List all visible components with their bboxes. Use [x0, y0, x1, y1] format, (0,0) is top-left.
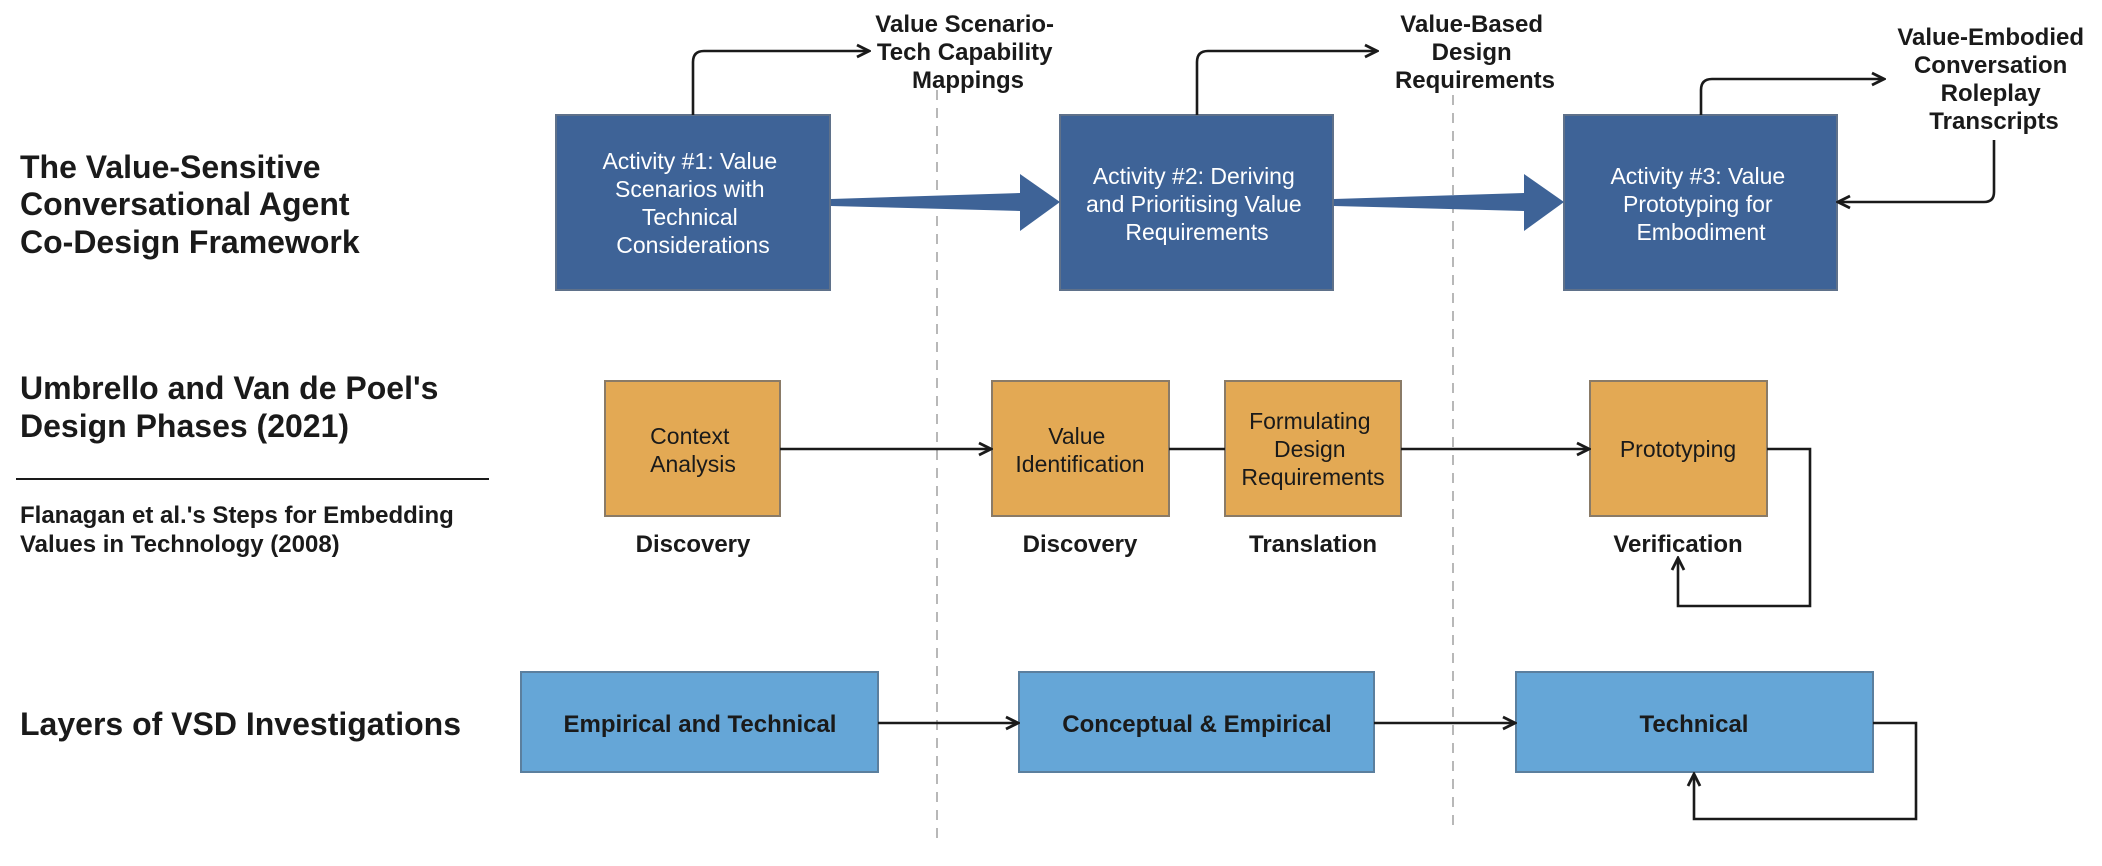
phase-label-line: Identification — [1015, 451, 1144, 477]
activity-label-line: Technical — [642, 204, 738, 230]
output-label-line: Transcripts — [1929, 108, 2058, 135]
activity-label-line: and Prioritising Value — [1086, 191, 1302, 217]
layer-label-3: Technical — [1640, 711, 1749, 738]
row-label-line: Co-Design Framework — [20, 224, 360, 260]
layer-box-empirical-technical — [520, 671, 879, 773]
row-label-line: Design Phases (2021) — [20, 408, 349, 444]
phase-label-1: Context Analysis — [650, 423, 736, 477]
phase-label-line: Value — [1048, 423, 1105, 449]
activity-label-line: Scenarios with — [615, 176, 765, 202]
phase-label-line: Design — [1274, 436, 1346, 462]
output-label-line: Roleplay — [1941, 80, 2042, 107]
step-label-3: Translation — [1249, 531, 1377, 558]
phase-label-line: Context — [650, 423, 730, 449]
phase-label-line: Analysis — [650, 451, 736, 477]
activity-1-label: Activity #1: Value Scenarios with Techni… — [602, 148, 783, 258]
flow-arrow-activity-1-to-2 — [831, 174, 1060, 231]
feedback-arrow-to-activity-3 — [1838, 140, 1996, 202]
output-label-line: Mappings — [912, 67, 1024, 94]
row-label-line: Conversational Agent — [20, 186, 350, 222]
output-label-activity-3: Value-Embodied Conversation Roleplay Tra… — [1897, 24, 2090, 135]
activity-label-line: Prototyping for — [1623, 191, 1773, 217]
phase-label-2: Value Identification — [1015, 423, 1144, 477]
output-label-line: Value Scenario- — [875, 11, 1054, 38]
flow-arrow-activity-2-to-3 — [1334, 174, 1564, 231]
row-label-framework: The Value-Sensitive Conversational Agent… — [20, 149, 360, 260]
phase-label-3: Formulating Design Requirements — [1241, 408, 1384, 490]
output-arrow-activity-2 — [1195, 51, 1377, 115]
output-label-line: Value-Embodied — [1897, 24, 2084, 51]
phase-box-prototyping — [1589, 380, 1768, 517]
row-label-design-phases: Umbrello and Van de Poel's Design Phases… — [20, 370, 447, 444]
activity-label-line: Considerations — [616, 232, 769, 258]
output-label-line: Value-Based — [1400, 11, 1543, 38]
row-label-line: Umbrello and Van de Poel's — [20, 370, 438, 406]
activity-label-line: Activity #1: Value — [602, 148, 777, 174]
phase-label-line: Requirements — [1241, 464, 1384, 490]
activity-label-line: Embodiment — [1636, 219, 1766, 245]
output-label-line: Conversation — [1914, 52, 2067, 79]
phase-box-formulating-requirements — [1224, 380, 1402, 517]
phase-label-line: Prototyping — [1620, 436, 1736, 462]
step-label-4: Verification — [1613, 531, 1742, 558]
output-label-line: Design — [1432, 39, 1512, 66]
row-label-line: Flanagan et al.'s Steps for Embedding — [20, 502, 454, 529]
output-arrow-activity-1 — [691, 51, 869, 115]
phase-box-context-analysis — [604, 380, 781, 517]
phase-label-line: Formulating — [1249, 408, 1370, 434]
activity-label-line: Requirements — [1125, 219, 1268, 245]
step-label-1: Discovery — [636, 531, 751, 558]
activity-2-label: Activity #2: Deriving and Prioritising V… — [1086, 163, 1308, 245]
step-label-2: Discovery — [1023, 531, 1138, 558]
row-label-vsd-layers: Layers of VSD Investigations — [20, 706, 461, 742]
activity-label-line: Activity #2: Deriving — [1093, 163, 1295, 189]
output-label-line: Requirements — [1395, 67, 1555, 94]
layer-box-conceptual-empirical — [1018, 671, 1375, 773]
output-label-activity-2: Value-Based Design Requirements — [1395, 11, 1555, 94]
activity-1-box — [555, 114, 831, 291]
row-label-line: The Value-Sensitive — [20, 149, 321, 185]
output-label-activity-1: Value Scenario- Tech Capability Mappings — [875, 11, 1060, 94]
activity-3-label: Activity #3: Value Prototyping for Embod… — [1610, 163, 1791, 245]
phase-label-4: Prototyping — [1620, 436, 1736, 462]
output-label-line: Tech Capability — [877, 39, 1053, 66]
layer-label-1: Empirical and Technical — [564, 711, 837, 738]
layer-label-2: Conceptual & Empirical — [1062, 711, 1331, 738]
phase-iteration-loop-arrow — [1678, 447, 1812, 608]
activity-label-line: Activity #3: Value — [1610, 163, 1785, 189]
layer-iteration-loop-arrow — [1694, 721, 1918, 821]
row-label-embedding-steps: Flanagan et al.'s Steps for Embedding Va… — [20, 502, 460, 558]
layer-box-technical — [1515, 671, 1874, 773]
row-label-line: Values in Technology (2008) — [20, 531, 340, 558]
output-arrow-activity-3 — [1699, 79, 1884, 115]
